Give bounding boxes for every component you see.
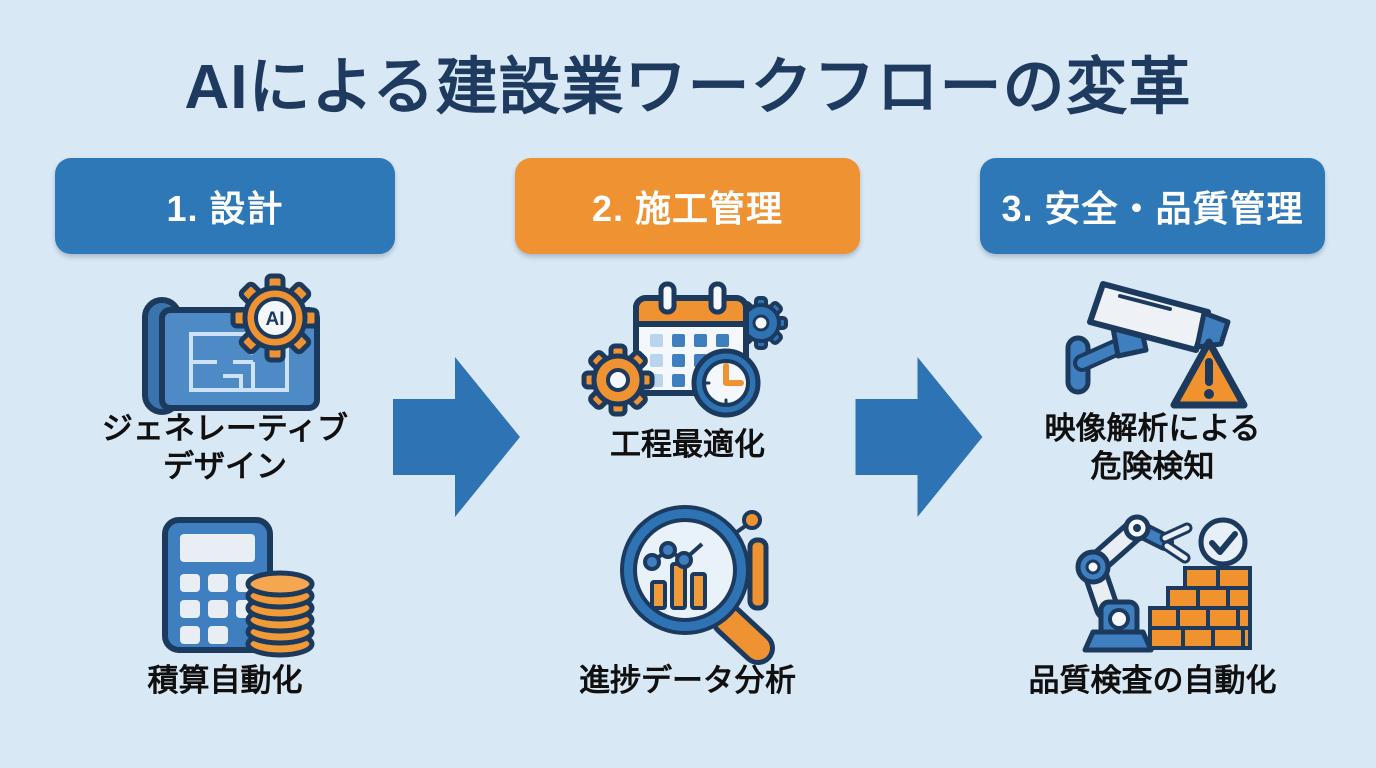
robot-arm: [1075, 514, 1193, 653]
header-design: 1. 設計: [55, 158, 395, 254]
calendar-gears-clock-icon: [581, 268, 791, 423]
coin-stack: [245, 570, 315, 658]
calculator-coins-icon: [130, 512, 330, 662]
header-safety-quality: 3. 安全・品質管理: [980, 158, 1325, 254]
header-safety-quality-label: 3. 安全・品質管理: [1001, 188, 1304, 229]
robot-base: [1082, 629, 1154, 653]
cctv-camera-warning-icon: [1058, 270, 1258, 415]
check-circle-icon: [1198, 517, 1248, 567]
ai-badge-text: AI: [266, 309, 285, 330]
page-title: AIによる建設業ワークフローの変革: [184, 53, 1192, 122]
outside-bar: [747, 537, 769, 611]
header-design-label: 1. 設計: [166, 188, 284, 229]
binder-ring: [708, 281, 727, 315]
robot-arm-bricks-check-icon: [1055, 510, 1260, 660]
blueprint-ai-gear-icon: AI: [125, 272, 330, 417]
camera-body: [1087, 281, 1211, 353]
header-construction-management-label: 2. 施工管理: [591, 188, 784, 229]
warning-triangle-icon: [1170, 338, 1248, 409]
small-blue-gear: [734, 296, 788, 350]
line-chart: [650, 542, 704, 564]
calendar-dates: [650, 334, 729, 387]
workflow-arrow-1: [393, 357, 520, 517]
clock-hands: [723, 363, 744, 386]
header-construction-management: 2. 施工管理: [515, 158, 860, 254]
label-generative-design: ジェネレーティブ デザイン: [101, 411, 349, 484]
orange-gear: [581, 343, 655, 417]
calculator-screen: [180, 534, 255, 562]
magnifier-bar-chart-icon: [600, 502, 790, 665]
magnifier-handle: [716, 608, 770, 660]
right-arrow-icon: [393, 357, 520, 517]
camera-lens: [1194, 310, 1231, 350]
label-cost-estimation-automation: 積算自動化: [147, 663, 303, 698]
ai-gear: AI: [230, 273, 320, 363]
right-arrow-icon: [855, 357, 983, 517]
label-progress-data-analysis: 進捗データ分析: [579, 663, 796, 698]
mount-arm: [1077, 341, 1125, 368]
binder-ring: [658, 281, 677, 315]
label-schedule-optimization: 工程最適化: [610, 427, 765, 462]
clock: [691, 348, 761, 418]
trend-dot: [742, 510, 762, 530]
label-quality-inspection-automation: 品質検査の自動化: [1028, 663, 1277, 698]
calendar-header: [633, 295, 749, 327]
workflow-arrow-2: [855, 357, 983, 517]
label-video-hazard-detection: 映像解析による 危険検知: [1044, 411, 1261, 484]
brick-wall: [1148, 566, 1252, 650]
